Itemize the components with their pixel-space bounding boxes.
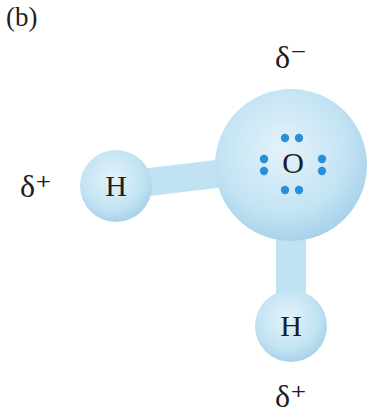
electron-dot — [281, 134, 289, 142]
electron-dot — [281, 186, 289, 194]
partial-charge: δ⁻ — [275, 41, 307, 73]
hydrogen-atom: δ⁺H — [80, 150, 152, 222]
electron-dot — [295, 186, 303, 194]
atom-symbol: O — [282, 148, 304, 178]
oxygen-atom: δ⁻O — [215, 89, 367, 241]
partial-charge: δ⁺ — [20, 170, 52, 202]
electron-cloud — [255, 290, 327, 362]
partial-charge: δ⁺ — [275, 380, 307, 412]
electron-dot — [260, 167, 268, 175]
atom-symbol: H — [105, 171, 127, 201]
bond-neck — [146, 173, 222, 182]
electron-dot — [260, 155, 268, 163]
hydrogen-atom: Hδ⁺ — [255, 290, 327, 362]
electron-dot — [318, 155, 326, 163]
bond-neck — [276, 235, 306, 296]
panel-label: (b) — [6, 4, 37, 31]
electron-cloud — [215, 89, 367, 241]
atom-symbol: H — [280, 311, 302, 341]
electron-dot — [295, 134, 303, 142]
electron-dot — [318, 167, 326, 175]
electron-cloud — [80, 150, 152, 222]
